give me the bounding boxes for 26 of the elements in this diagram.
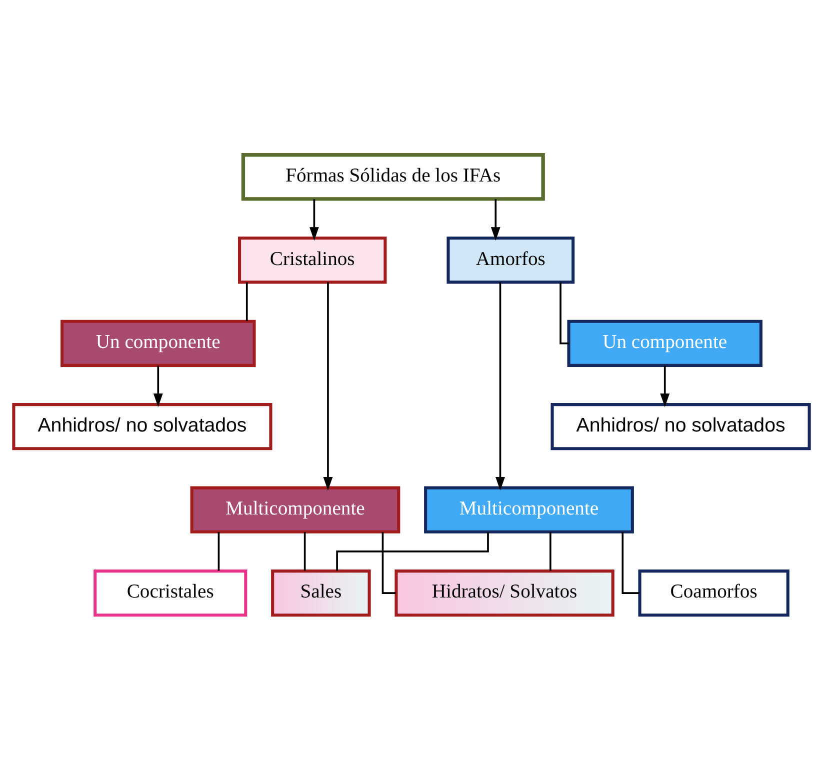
node-box: Multicomponente	[190, 486, 400, 534]
connector	[560, 282, 569, 344]
node-box: Anhidros/ no solvatados	[550, 403, 811, 450]
arrow	[496, 282, 505, 491]
connector	[246, 282, 248, 322]
node-box: Cocristales	[94, 570, 248, 617]
connector	[218, 532, 220, 571]
node-box: Amorfos	[446, 236, 575, 284]
arrow	[490, 199, 500, 241]
connector	[622, 532, 640, 594]
arrow	[153, 366, 163, 408]
node-box: Coamorfos	[638, 570, 790, 617]
node-box: Hidratos/ Solvatos	[394, 570, 614, 617]
node-box: Fórmas Sólidas de los IFAs	[241, 153, 545, 201]
node-box: Un componente	[567, 320, 762, 367]
connector	[336, 532, 489, 571]
connector	[550, 532, 552, 571]
node-box: Multicomponente	[424, 486, 634, 534]
node-box: Sales	[271, 570, 371, 617]
arrow	[660, 366, 670, 408]
arrow	[309, 199, 319, 241]
arrow	[323, 282, 333, 491]
connector	[304, 532, 306, 571]
node-box: Un componente	[60, 320, 256, 367]
node-box: Anhidros/ no solvatados	[12, 403, 272, 450]
node-box: Cristalinos	[238, 236, 387, 284]
